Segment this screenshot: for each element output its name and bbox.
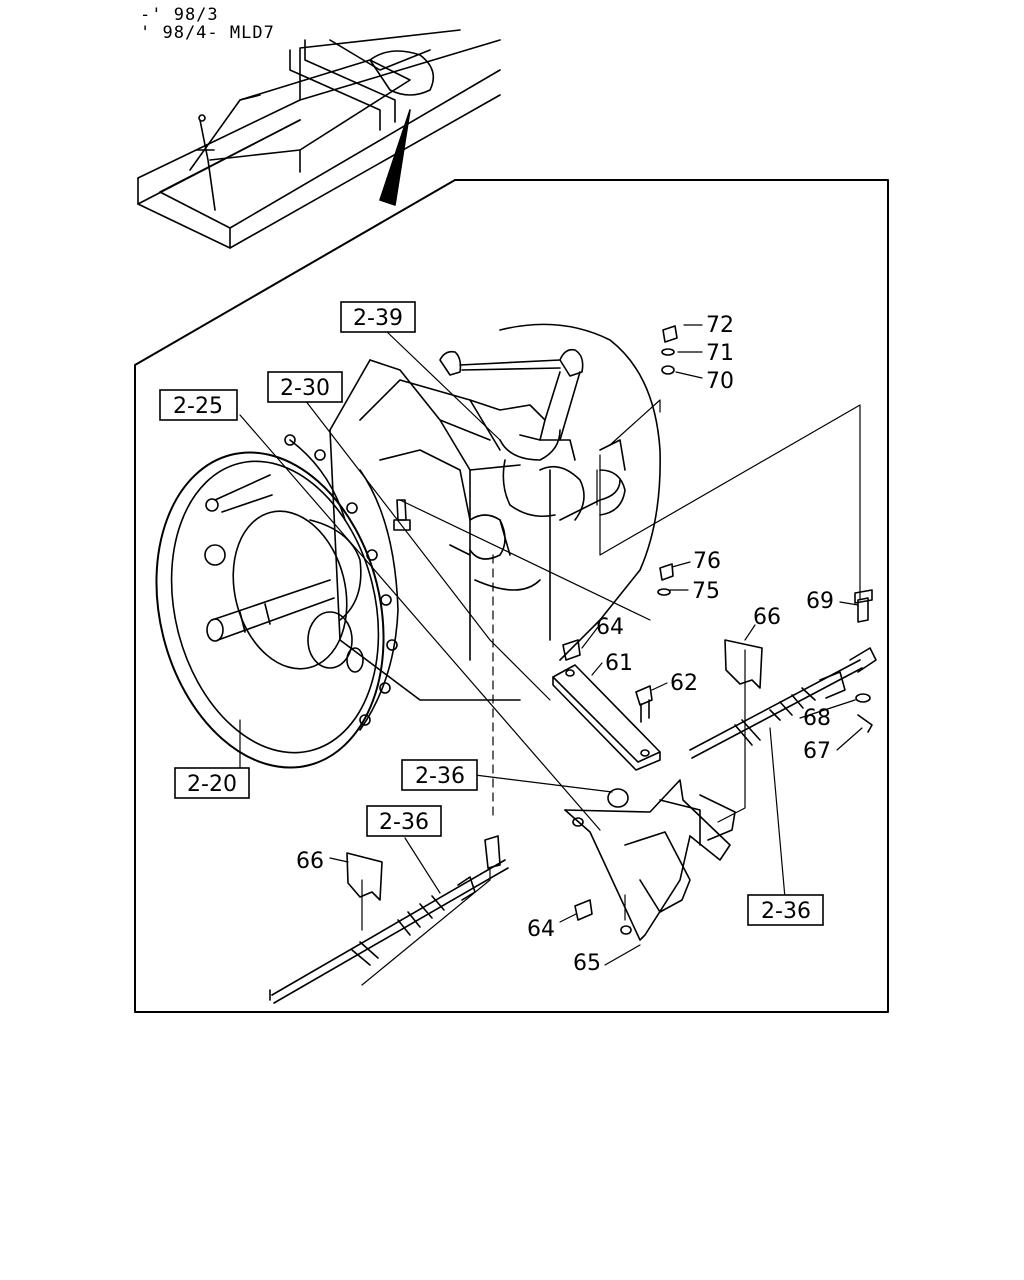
ref-box-2-20: 2-20: [174, 767, 250, 799]
reference-boxes: 2-39 2-30 2-25 2-20 2-36 2-36 2-36: [159, 301, 824, 926]
ref-box-2-36: 2-36: [401, 759, 478, 791]
part-number-69: 69: [806, 589, 834, 614]
ref-box-2-30: 2-30: [267, 371, 343, 403]
part-number-66: 66: [296, 849, 324, 874]
part-number-71: 71: [706, 341, 734, 366]
part-number-65: 65: [573, 951, 601, 976]
part-number-72: 72: [706, 313, 734, 338]
bracket-61-illustration: [552, 325, 678, 771]
part-number-75: 75: [692, 579, 720, 604]
chassis-inset-illustration: [137, 29, 501, 249]
svg-text:2-30: 2-30: [280, 376, 330, 401]
reference-leader-lines: [239, 329, 861, 986]
part-number-leaders: [329, 324, 863, 966]
shift-cable-left-illustration: [269, 835, 509, 1004]
shift-cable-right-illustration: [689, 589, 877, 759]
ref-box-2-36: 2-36: [747, 894, 824, 926]
part-number-70: 70: [706, 369, 734, 394]
part-number-67: 67: [803, 739, 831, 764]
model-range-line-1: -' 98/3: [140, 5, 219, 25]
part-number-76: 76: [693, 549, 721, 574]
svg-text:2-25: 2-25: [173, 394, 223, 419]
transmission-illustration: [155, 323, 661, 769]
ref-box-2-36: 2-36: [366, 805, 442, 837]
svg-text:2-36: 2-36: [415, 764, 465, 789]
ref-box-2-39: 2-39: [340, 301, 416, 333]
svg-text:2-39: 2-39: [353, 306, 403, 331]
main-frame: [134, 179, 889, 1013]
svg-text:2-36: 2-36: [379, 810, 429, 835]
part-number-62: 62: [670, 671, 698, 696]
part-number-66: 66: [753, 605, 781, 630]
svg-text:2-20: 2-20: [187, 772, 237, 797]
part-number-64: 64: [527, 917, 555, 942]
ref-box-2-25: 2-25: [159, 389, 238, 421]
part-number-61: 61: [605, 651, 633, 676]
model-range-line-2: ' 98/4- MLD7: [140, 23, 275, 43]
part-number-labels: 72 71 70 76 75 69 66 64 61 62 68 67 66 6…: [296, 313, 834, 976]
svg-text:2-36: 2-36: [761, 899, 811, 924]
part-number-68: 68: [803, 706, 831, 731]
bracket-65-illustration: [564, 779, 736, 941]
part-number-64: 64: [596, 615, 624, 640]
